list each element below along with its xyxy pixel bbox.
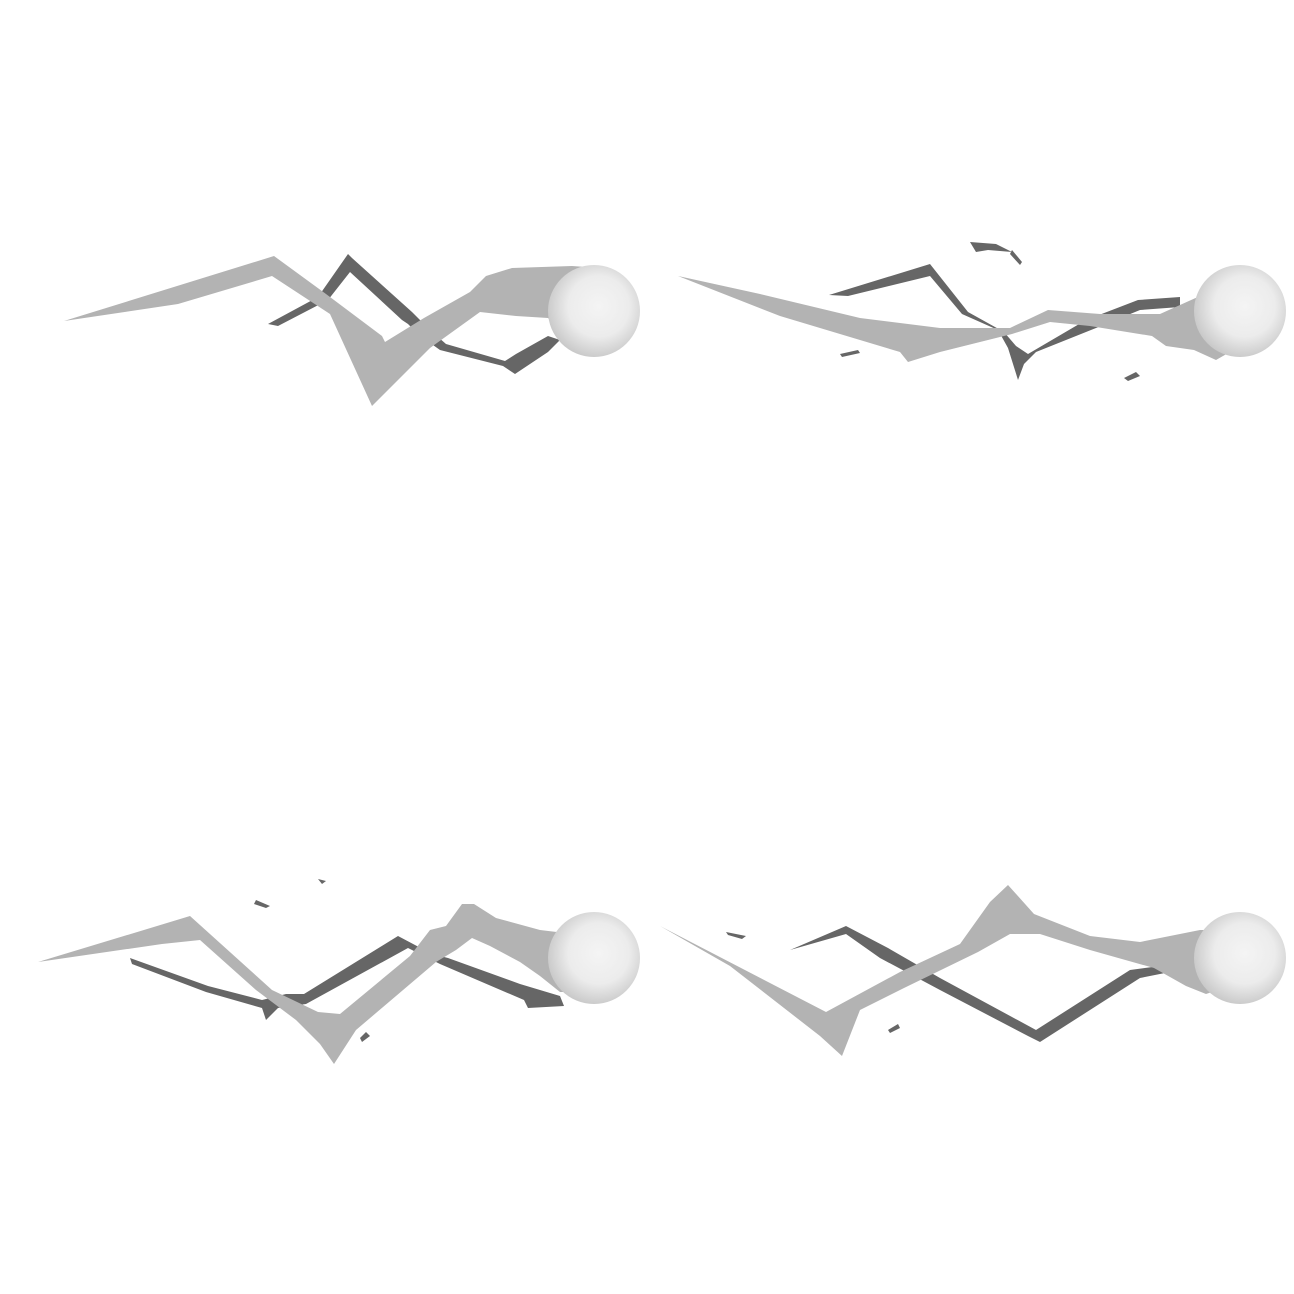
dark-fragment xyxy=(840,350,860,357)
dark-ribbon xyxy=(130,936,564,1020)
panel-top-right xyxy=(678,242,1286,381)
dark-fragment xyxy=(970,242,1012,252)
panel-top-left xyxy=(64,254,640,406)
sphere-icon xyxy=(1194,912,1286,1004)
sphere-icon xyxy=(548,265,640,357)
dark-fragment xyxy=(318,879,326,884)
light-ribbon xyxy=(38,904,590,1064)
dark-fragment xyxy=(254,900,270,908)
sphere-icon xyxy=(1194,265,1286,357)
panel-bottom-left xyxy=(38,879,640,1064)
dark-fragment xyxy=(1124,372,1140,381)
dark-ribbon xyxy=(790,926,1170,1042)
light-ribbon xyxy=(64,256,600,406)
dark-ribbon xyxy=(268,254,560,374)
dark-fragment xyxy=(726,932,746,939)
light-ribbon xyxy=(678,276,1230,362)
sphere-icon xyxy=(548,912,640,1004)
panel-bottom-right xyxy=(660,885,1286,1056)
light-ribbon xyxy=(660,885,1230,1056)
dark-fragment xyxy=(360,1032,370,1042)
dark-fragment xyxy=(1010,250,1022,265)
dark-fragment xyxy=(888,1024,900,1033)
